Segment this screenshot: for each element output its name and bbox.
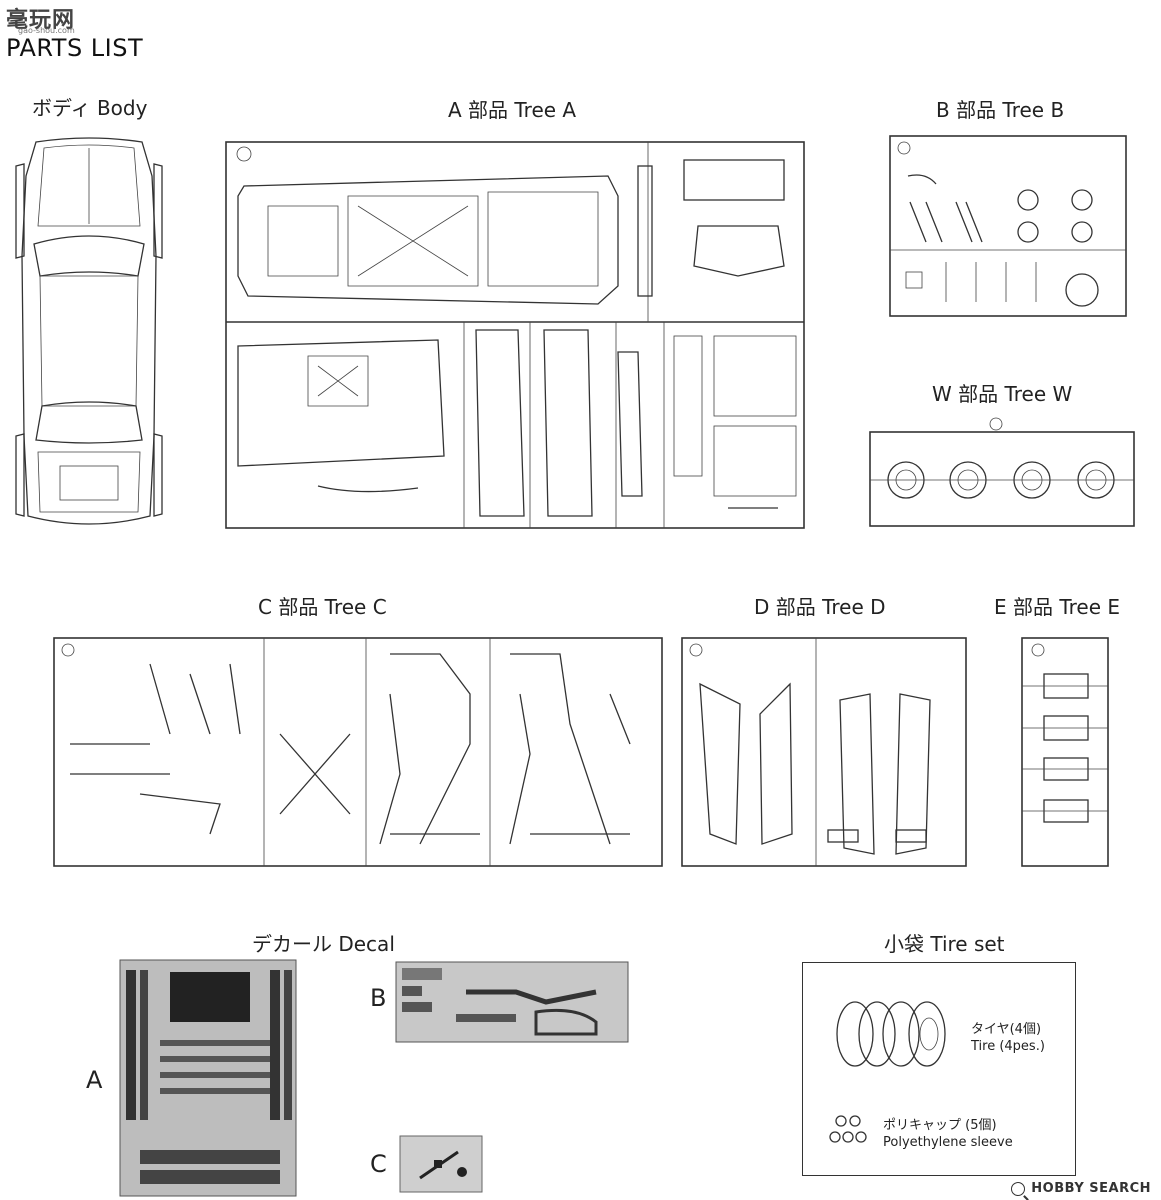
tire-label-en: Tire (4pes.) xyxy=(971,1039,1045,1054)
tree-d-illustration xyxy=(681,637,967,867)
label-decal: デカール Decal xyxy=(252,932,395,956)
sleeves-illustration xyxy=(829,1115,867,1143)
decal-sheet-a-label: A xyxy=(86,1066,103,1094)
label-tree-c: C 部品 Tree C xyxy=(258,595,387,619)
watermark-text: HOBBY SEARCH xyxy=(1031,1181,1151,1196)
tree-e-illustration xyxy=(1021,637,1109,867)
label-body: ボディ Body xyxy=(32,96,148,120)
decal-sheet-c-label: C xyxy=(370,1150,387,1178)
label-tree-b: B 部品 Tree B xyxy=(936,98,1065,122)
sleeve-label-en: Polyethylene sleeve xyxy=(883,1135,1013,1150)
tire-set-box: タイヤ(4個) Tire (4pes.) ポリキャップ (5個) Polyeth… xyxy=(802,962,1076,1176)
tree-a-illustration xyxy=(225,141,805,529)
search-icon xyxy=(1011,1181,1026,1196)
hobby-search-watermark: HOBBY SEARCH xyxy=(1011,1181,1151,1196)
decal-sheet-b xyxy=(395,961,629,1043)
site-logo: 毫玩网 xyxy=(6,8,76,33)
label-tire-set: 小袋 Tire set xyxy=(884,932,1005,956)
tree-w-illustration xyxy=(869,417,1135,527)
tree-c-illustration xyxy=(53,637,663,867)
tire-label-jp: タイヤ(4個) xyxy=(971,1022,1042,1037)
body-illustration xyxy=(15,137,163,525)
site-url: gao-shou.com xyxy=(18,26,75,35)
label-tree-d: D 部品 Tree D xyxy=(754,595,886,619)
label-tree-w: W 部品 Tree W xyxy=(932,382,1073,406)
tree-b-illustration xyxy=(889,135,1127,317)
sleeve-label-jp: ポリキャップ (5個) xyxy=(883,1118,997,1133)
decal-sheet-a xyxy=(119,959,297,1197)
label-tree-a: A 部品 Tree A xyxy=(448,98,577,122)
tires-illustration xyxy=(836,1001,946,1067)
decal-sheet-b-label: B xyxy=(370,984,387,1012)
decal-sheet-c xyxy=(399,1135,483,1193)
label-tree-e: E 部品 Tree E xyxy=(994,595,1121,619)
page-title: PARTS LIST xyxy=(6,34,144,62)
